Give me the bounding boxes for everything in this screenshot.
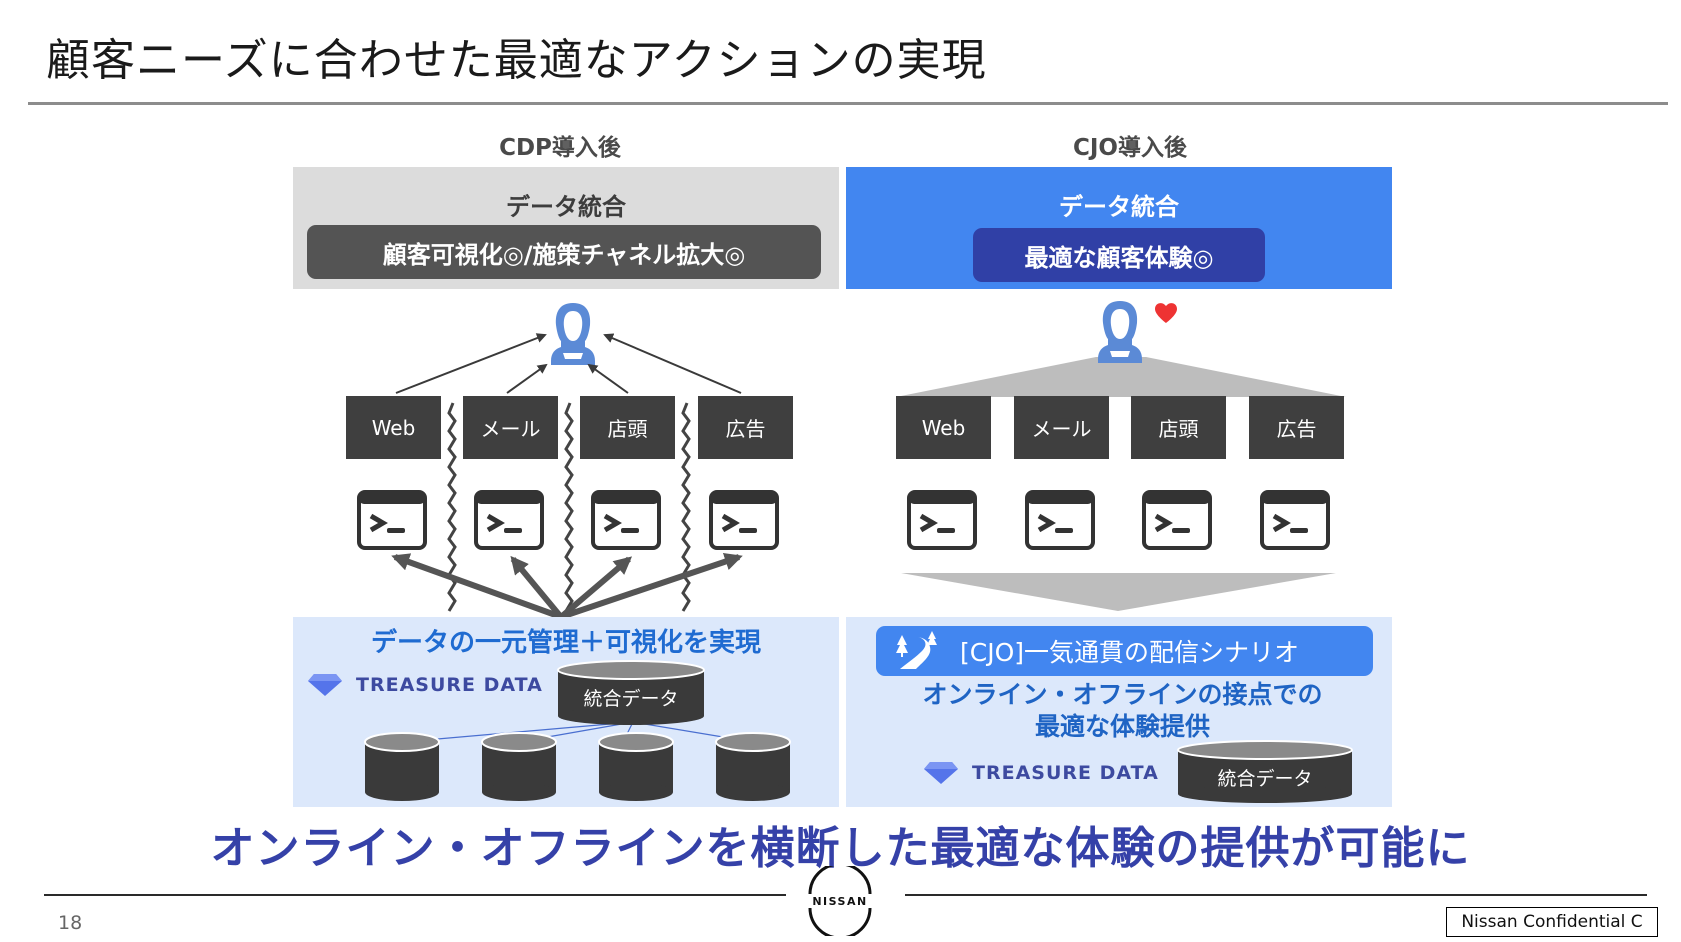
cjo-data-integration-panel: データ統合 最適な顧客体験◎ xyxy=(846,167,1392,289)
footer-divider-right xyxy=(905,894,1647,896)
nissan-logo-text: NISSAN xyxy=(812,895,867,908)
terminal-icon xyxy=(709,490,779,550)
footer-divider-left xyxy=(44,894,786,896)
person-icon xyxy=(551,303,595,365)
hub-arrows xyxy=(391,552,743,620)
cjo-description-line2: 最適な体験提供 xyxy=(1034,712,1210,741)
cdp-database-diagram xyxy=(364,660,791,801)
cdp-heading: CDP導入後 xyxy=(499,135,621,161)
cjo-pill: 最適な顧客体験◎ xyxy=(973,228,1265,282)
arrow-hub-to-ad-terminal xyxy=(560,552,743,620)
integrated-data-label: 統合データ xyxy=(1217,768,1313,790)
terminal-icon xyxy=(1260,490,1330,550)
cjo-description: オンライン・オフラインの接点での 最適な体験提供 xyxy=(860,679,1385,743)
terminal-icon xyxy=(591,490,661,550)
treasure-data-logo: TREASURE DATA xyxy=(308,674,543,696)
cdp-pill: 顧客可視化◎/施策チャネル拡大◎ xyxy=(307,225,821,279)
cjo-panel-title: データ統合 xyxy=(1059,193,1179,221)
cjo-heading: CJO導入後 xyxy=(1073,135,1187,161)
arrow-store-to-customer xyxy=(587,363,629,394)
treasure-data-logo: TREASURE DATA xyxy=(924,762,1159,784)
channel-fan-shape xyxy=(896,357,1346,397)
db-connector-lines xyxy=(402,721,754,743)
integrated-database-icon xyxy=(557,660,705,725)
cdp-panel-title: データ統合 xyxy=(506,193,626,221)
slide-title: 顧客ニーズに合わせた最適なアクションの実現 xyxy=(46,35,987,86)
database-icon xyxy=(364,732,440,801)
heart-icon xyxy=(1155,303,1177,323)
terminal-icon xyxy=(1142,490,1212,550)
cjo-channel-ad: 広告 xyxy=(1249,396,1344,459)
cdp-channel-ad: 広告 xyxy=(698,396,793,459)
cdp-channel-mail: メール xyxy=(463,396,558,459)
road-trees-icon xyxy=(896,631,937,669)
cjo-diagram-graphics xyxy=(896,301,1346,611)
database-icon xyxy=(481,732,557,801)
arrow-hub-to-store-terminal xyxy=(559,556,633,620)
arrow-ad-to-customer xyxy=(603,333,742,394)
arrow-hub-to-web-terminal xyxy=(391,553,563,620)
funnel-arrow-shape xyxy=(901,573,1336,611)
cjo-channel-web: Web xyxy=(896,396,991,459)
zigzag-divider xyxy=(564,402,574,612)
treasure-data-wordmark: TREASURE DATA xyxy=(972,762,1159,784)
zigzag-divider xyxy=(681,402,691,612)
treasure-data-diamond-icon xyxy=(308,674,342,696)
integrated-database-icon xyxy=(1177,740,1353,803)
cjo-channel-mail: メール xyxy=(1014,396,1109,459)
person-icon xyxy=(1098,301,1142,363)
treasure-data-diamond-icon xyxy=(924,762,958,784)
integrated-data-label: 統合データ xyxy=(583,688,679,710)
cjo-description-line1: オンライン・オフラインの接点での xyxy=(922,680,1323,709)
cdp-channel-store: 店頭 xyxy=(580,396,675,459)
terminal-icon xyxy=(907,490,977,550)
terminal-icon xyxy=(474,490,544,550)
cjo-channel-store: 店頭 xyxy=(1131,396,1226,459)
page-number: 18 xyxy=(58,912,83,934)
cdp-channel-web: Web xyxy=(346,396,441,459)
cdp-bottom-heading: データの一元管理＋可視化を実現 xyxy=(370,628,761,658)
terminal-icon xyxy=(1025,490,1095,550)
nissan-logo: NISSAN xyxy=(808,866,872,936)
cjo-scenario-banner: [CJO]一気通貫の配信シナリオ xyxy=(876,626,1373,676)
terminal-icon xyxy=(357,490,427,550)
database-icon xyxy=(715,732,791,801)
cdp-data-integration-panel: データ統合 顧客可視化◎/施策チャネル拡大◎ xyxy=(293,167,839,289)
confidentiality-badge: Nissan Confidential C xyxy=(1446,907,1658,937)
arrow-web-to-customer xyxy=(395,333,547,394)
arrow-hub-to-mail-terminal xyxy=(510,555,564,619)
arrow-mail-to-customer xyxy=(506,363,548,394)
cjo-banner-text: [CJO]一気通貫の配信シナリオ xyxy=(960,638,1300,667)
database-icon xyxy=(598,732,674,801)
cdp-diagram-graphics xyxy=(391,303,743,620)
title-divider xyxy=(28,102,1668,105)
treasure-data-wordmark: TREASURE DATA xyxy=(356,674,543,696)
